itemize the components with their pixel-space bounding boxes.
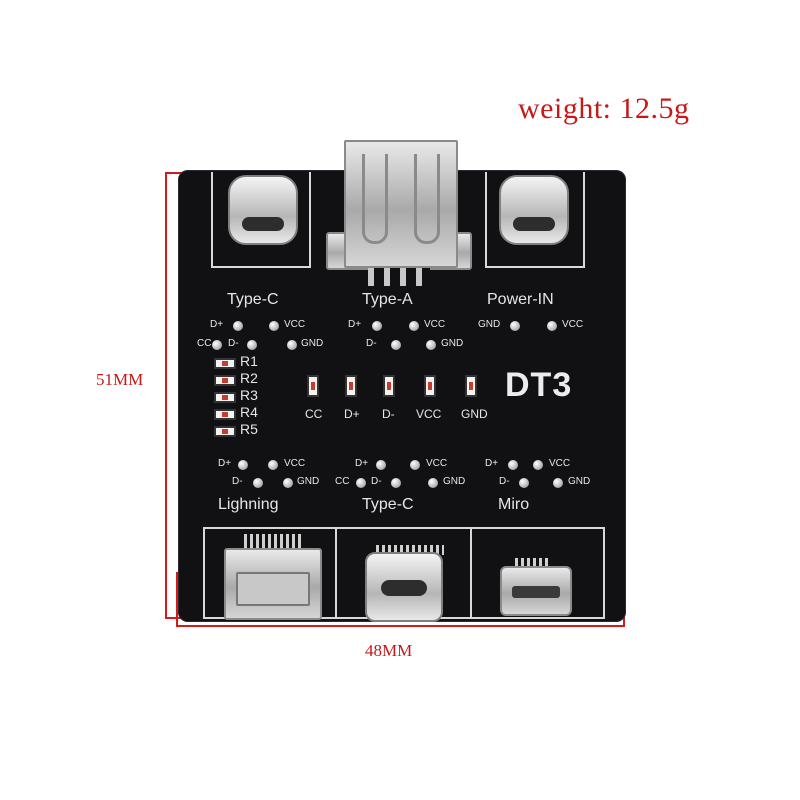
resistor <box>214 426 236 437</box>
test-pad <box>233 321 243 331</box>
test-pad <box>269 321 279 331</box>
pin-label-dplus: D+ <box>485 458 499 469</box>
pin-label-vcc: VCC <box>562 319 584 330</box>
test-pad <box>212 340 222 350</box>
resistor-label: R3 <box>240 387 258 403</box>
led-label: GND <box>461 407 488 421</box>
test-pad <box>247 340 257 350</box>
bottom-frame-divider <box>335 527 337 619</box>
pin-label-dplus: D+ <box>355 458 369 469</box>
test-pad <box>409 321 419 331</box>
resistor <box>214 358 236 369</box>
test-pad <box>426 340 436 350</box>
indicator-led <box>383 375 395 397</box>
micro-usb-connector-pins <box>515 558 549 568</box>
usb-a-spring-left <box>362 154 388 244</box>
test-pad <box>268 460 278 470</box>
test-pad <box>376 460 386 470</box>
resistor-label: R1 <box>240 353 258 369</box>
bottom-frame-divider <box>470 527 472 619</box>
pin-label-dplus: D+ <box>218 458 232 469</box>
micro-usb-connector <box>500 566 572 616</box>
pin-label-gnd: GND <box>568 476 591 487</box>
pin-label-dplus: D+ <box>348 319 362 330</box>
resistor <box>214 375 236 386</box>
top-left-port-label: Type-C <box>227 291 279 308</box>
height-dimension-label: 51MM <box>96 370 144 389</box>
test-pad <box>238 460 248 470</box>
test-pad <box>510 321 520 331</box>
test-pad <box>391 478 401 488</box>
pin-label-dminus: D- <box>499 476 510 487</box>
bottom-right-port-label: Miro <box>498 496 530 513</box>
pin-label-gnd: GND <box>443 476 466 487</box>
test-pad <box>553 478 563 488</box>
resistor <box>214 409 236 420</box>
indicator-led <box>465 375 477 397</box>
test-pad <box>356 478 366 488</box>
pin-label-dplus: D+ <box>210 319 224 330</box>
test-pad <box>372 321 382 331</box>
usb-a-connector <box>344 140 458 268</box>
led-label: D+ <box>344 407 360 421</box>
indicator-led <box>424 375 436 397</box>
micro-usb-opening <box>512 586 560 598</box>
test-pad <box>508 460 518 470</box>
pin-label-dminus: D- <box>366 338 377 349</box>
top-right-port-frame <box>485 172 585 268</box>
led-label: VCC <box>416 407 442 421</box>
test-pad <box>519 478 529 488</box>
usb-c-connector-pins <box>376 545 444 555</box>
weight-label: weight: 12.5g <box>518 92 690 125</box>
pin-label-dminus: D- <box>232 476 243 487</box>
resistor <box>214 392 236 403</box>
top-left-usb-c-connector <box>228 175 298 245</box>
test-pad <box>547 321 557 331</box>
pin-label-vcc: VCC <box>424 319 446 330</box>
resistor-label: R5 <box>240 421 258 437</box>
top-left-port-frame <box>211 172 311 268</box>
pin-label-cc: CC <box>335 476 350 487</box>
pin-label-vcc: VCC <box>284 319 306 330</box>
bottom-left-port-label: Lighning <box>218 496 279 513</box>
resistor-label: R2 <box>240 370 258 386</box>
lightning-connector-pins <box>244 534 302 548</box>
pin-label-vcc: VCC <box>549 458 571 469</box>
board-model-label: DT3 <box>505 366 573 404</box>
pin-label-gnd: GND <box>301 338 324 349</box>
bottom-center-port-label: Type-C <box>362 496 414 513</box>
pin-label-cc: CC <box>197 338 212 349</box>
test-pad <box>287 340 297 350</box>
test-pad <box>533 460 543 470</box>
indicator-led <box>345 375 357 397</box>
test-pad <box>253 478 263 488</box>
top-right-port-label: Power-IN <box>487 291 554 308</box>
width-dimension-label: 48MM <box>365 641 413 660</box>
top-center-port-label: Type-A <box>362 291 413 308</box>
usb-a-pins <box>368 268 430 286</box>
pin-label-gnd: GND <box>297 476 320 487</box>
lightning-connector <box>224 548 322 620</box>
pin-label-gnd: GND <box>478 319 501 330</box>
test-pad <box>391 340 401 350</box>
top-right-usb-c-connector <box>499 175 569 245</box>
lightning-connector-opening <box>236 572 310 606</box>
resistor-label: R4 <box>240 404 258 420</box>
pin-label-dminus: D- <box>371 476 382 487</box>
test-pad <box>283 478 293 488</box>
test-pad <box>410 460 420 470</box>
bottom-usb-c-connector <box>365 552 443 622</box>
usb-a-spring-right <box>414 154 440 244</box>
test-pad <box>428 478 438 488</box>
led-label: CC <box>305 407 323 421</box>
indicator-led <box>307 375 319 397</box>
pin-label-gnd: GND <box>441 338 464 349</box>
pin-label-vcc: VCC <box>426 458 448 469</box>
pin-label-vcc: VCC <box>284 458 306 469</box>
led-label: D- <box>382 407 395 421</box>
pin-label-dminus: D- <box>228 338 239 349</box>
